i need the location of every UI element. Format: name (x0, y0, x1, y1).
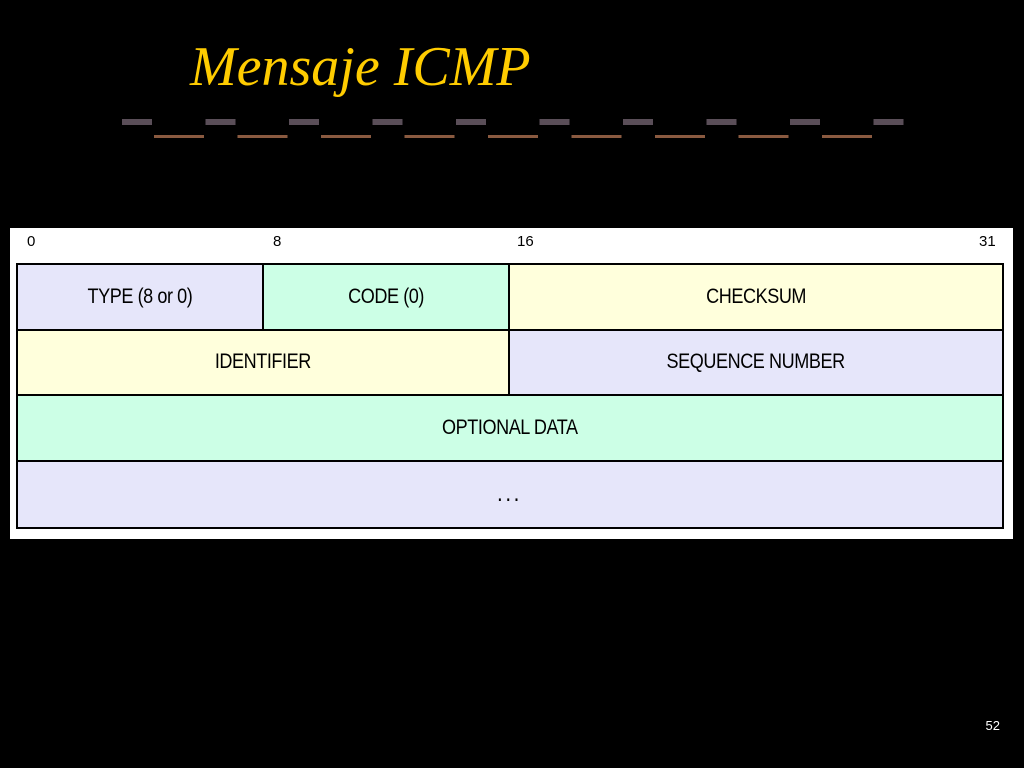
sequence-number-field-label: SEQUENCE NUMBER (666, 350, 846, 374)
code-field-label: CODE (0) (348, 284, 424, 308)
divider-lower-dash (404, 135, 455, 138)
divider-upper-dash (539, 119, 570, 125)
divider-upper-dash (289, 119, 319, 125)
divider-lower-dash (237, 135, 288, 138)
page-number: 52 (985, 718, 1000, 733)
divider-lower-dash (488, 135, 538, 138)
type-field-label: TYPE (8 or 0) (87, 284, 193, 308)
divider-upper-dash (205, 119, 236, 125)
sequence-number-field: SEQUENCE NUMBER (510, 330, 1002, 396)
bit-marker-31: 31 (979, 233, 996, 250)
divider-upper-dash (706, 119, 737, 125)
checksum-field: CHECKSUM (510, 265, 1002, 331)
type-field: TYPE (8 or 0) (18, 265, 264, 331)
divider-lower-dash (154, 135, 204, 138)
optional-data-field: OPTIONAL DATA (18, 396, 1002, 462)
bit-marker-8: 8 (273, 233, 282, 250)
identifier-field-label: IDENTIFIER (214, 350, 312, 374)
divider-upper-dash (456, 119, 486, 125)
continuation-field-label: ... (497, 480, 523, 508)
divider-lower-dash (738, 135, 789, 138)
title-divider (122, 119, 904, 138)
bit-marker-16: 16 (517, 233, 534, 250)
optional-data-field-label: OPTIONAL DATA (442, 415, 578, 439)
bit-marker-0: 0 (27, 233, 36, 250)
divider-lower-dash (655, 135, 705, 138)
code-field: CODE (0) (264, 265, 510, 331)
divider-upper-dash (122, 119, 152, 125)
continuation-field: ... (18, 461, 1002, 527)
checksum-field-label: CHECKSUM (706, 284, 806, 308)
divider-upper-dash (372, 119, 403, 125)
icmp-message-diagram: 0 8 16 31 TYPE (8 or 0) CODE (0) CHECKSU… (10, 228, 1013, 539)
divider-upper-dash (873, 119, 904, 125)
slide-title: Mensaje ICMP (190, 36, 531, 98)
divider-upper-dash (623, 119, 653, 125)
packet-field-grid: TYPE (8 or 0) CODE (0) CHECKSUM IDENTIFI… (16, 263, 1004, 529)
divider-lower-dash (822, 135, 872, 138)
identifier-field: IDENTIFIER (18, 330, 510, 396)
divider-lower-dash (321, 135, 371, 138)
divider-upper-dash (790, 119, 820, 125)
divider-lower-dash (571, 135, 622, 138)
